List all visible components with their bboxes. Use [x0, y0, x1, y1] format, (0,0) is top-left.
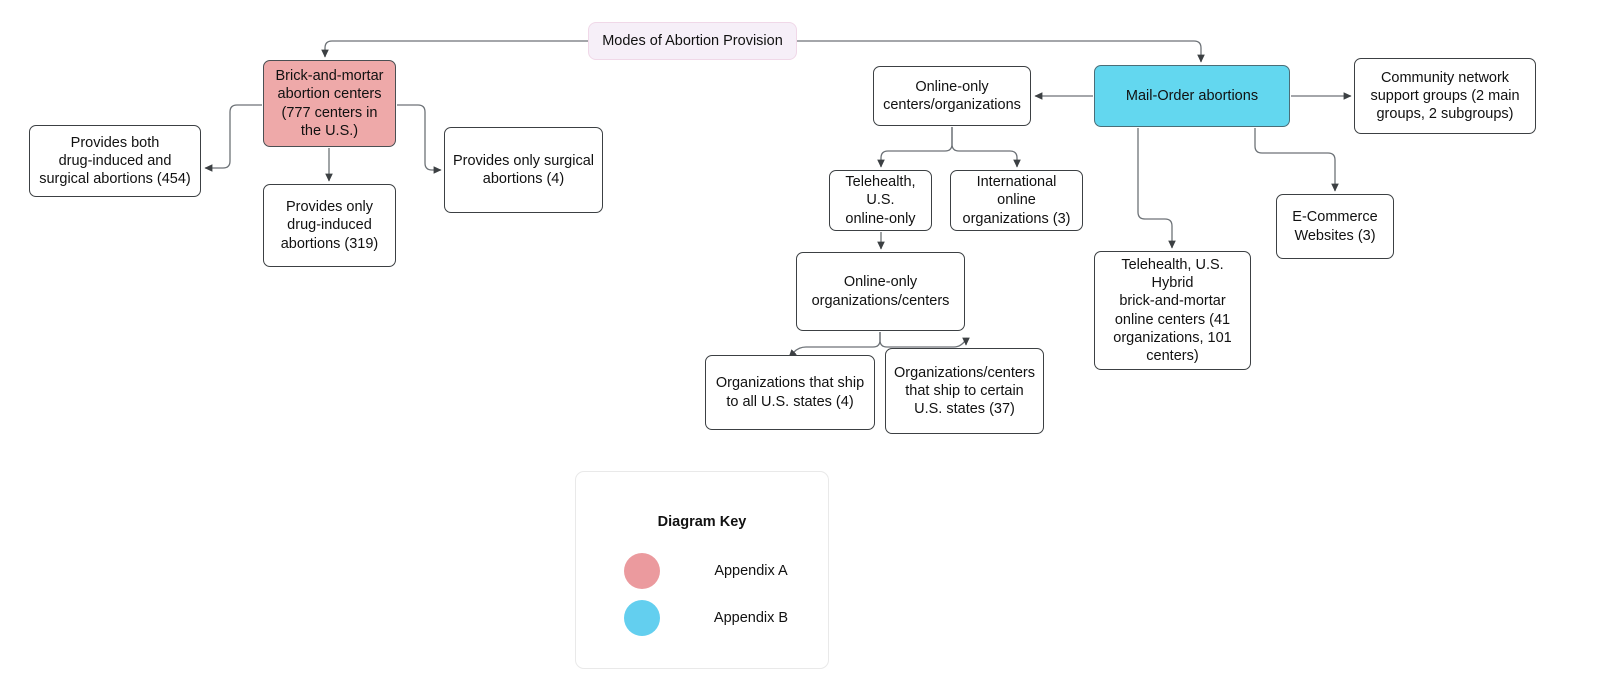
edge-root-to-mailorder: [797, 40, 1205, 63]
node-ship-all-states[interactable]: Organizations that ship to all U.S. stat…: [705, 355, 875, 430]
node-provides-surgical[interactable]: Provides only surgical abortions (4): [444, 127, 603, 213]
edge-mailorder-to-ecommerce: [1254, 128, 1339, 192]
node-online-only-centers[interactable]: Online-only centers/organizations: [873, 66, 1031, 126]
node-provides-drug-induced[interactable]: Provides only drug-induced abortions (31…: [263, 184, 396, 267]
node-mail-order-abortions-label: Mail-Order abortions: [1125, 87, 1259, 104]
edge-root-to-brick: [321, 40, 588, 58]
node-international-online[interactable]: International online organizations (3): [950, 170, 1083, 231]
node-ship-all-states-label: Organizations that ship to all U.S. stat…: [715, 375, 865, 410]
node-provides-drug-induced-label: Provides only drug-induced abortions (31…: [280, 199, 379, 252]
node-telehealth-hybrid-label: Telehealth, U.S. Hybrid brick-and-mortar…: [1113, 256, 1232, 365]
node-online-only-organizations-label: Online-only organizations/centers: [811, 274, 950, 309]
node-international-online-label: International online organizations (3): [962, 174, 1071, 227]
node-ship-certain-states[interactable]: Organizations/centers that ship to certa…: [885, 348, 1044, 434]
edge-brick-to-both: [204, 104, 262, 172]
diagram-key-title: Diagram Key: [657, 514, 747, 530]
node-provides-surgical-label: Provides only surgical abortions (4): [452, 152, 595, 187]
node-ecommerce-websites[interactable]: E-Commerce Websites (3): [1276, 194, 1394, 259]
legend-swatch-appendix-a: [624, 553, 660, 589]
edge-mailorder-to-hybrid: [1137, 128, 1176, 249]
legend-label-appendix-a: Appendix A: [714, 563, 788, 579]
edge-onlineonly-to-international: [951, 127, 1021, 168]
node-telehealth-hybrid[interactable]: Telehealth, U.S. Hybrid brick-and-mortar…: [1094, 251, 1251, 370]
node-online-only-organizations[interactable]: Online-only organizations/centers: [796, 252, 965, 331]
node-community-network-label: Community network support groups (2 main…: [1370, 69, 1520, 123]
node-provides-both-label: Provides both drug-induced and surgical …: [39, 134, 191, 188]
edge-onlineorgs-to-shipall: [788, 332, 881, 358]
node-mail-order-abortions[interactable]: Mail-Order abortions: [1094, 65, 1290, 127]
node-online-only-centers-label: Online-only centers/organizations: [883, 78, 1021, 113]
node-root[interactable]: Modes of Abortion Provision: [588, 22, 797, 60]
legend-item-appendix-b: Appendix B: [576, 600, 828, 636]
legend-label-appendix-b: Appendix B: [713, 610, 789, 626]
node-ship-certain-states-label: Organizations/centers that ship to certa…: [893, 364, 1036, 418]
node-telehealth-online-only-label: Telehealth, U.S. online-only: [845, 174, 916, 227]
node-ecommerce-websites-label: E-Commerce Websites (3): [1292, 209, 1378, 244]
legend-swatch-appendix-b: [624, 600, 660, 636]
legend-item-appendix-a: Appendix A: [576, 553, 828, 589]
diagram-key-panel: Diagram Key Appendix A Appendix B: [575, 471, 829, 669]
node-brick-and-mortar[interactable]: Brick-and-mortar abortion centers (777 c…: [263, 60, 396, 147]
node-community-network[interactable]: Community network support groups (2 main…: [1354, 58, 1536, 134]
node-root-label: Modes of Abortion Provision: [602, 32, 783, 49]
node-provides-both[interactable]: Provides both drug-induced and surgical …: [29, 125, 201, 197]
edge-brick-to-surgical: [397, 104, 442, 174]
node-telehealth-online-only[interactable]: Telehealth, U.S. online-only: [829, 170, 932, 231]
edge-onlineonly-to-telehealth: [877, 127, 953, 168]
node-brick-and-mortar-label: Brick-and-mortar abortion centers (777 c…: [275, 67, 384, 139]
edge-onlineorgs-to-shipcertain: [879, 332, 970, 348]
